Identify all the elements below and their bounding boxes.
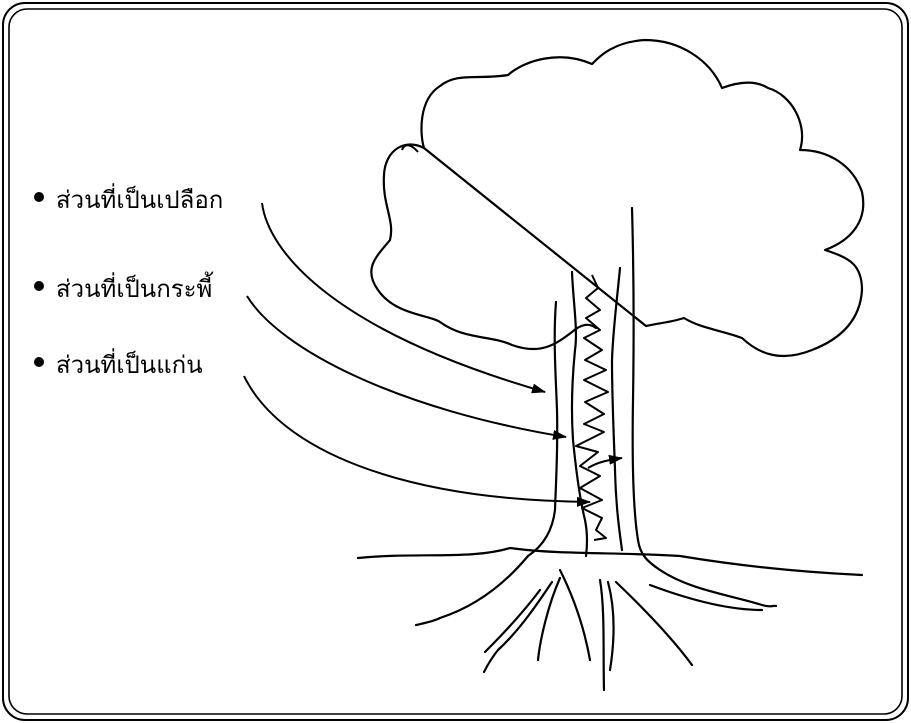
ground-line bbox=[356, 546, 864, 577]
zigzag-pointer bbox=[587, 454, 623, 469]
label-sapwood-text: ส่วนที่เป็นกระพี้ bbox=[56, 275, 213, 303]
inner-frame bbox=[8, 8, 903, 715]
arrow-heartwood bbox=[243, 375, 591, 507]
trunk-left-outer bbox=[526, 300, 559, 558]
bullet-icon bbox=[34, 192, 44, 202]
bullet-icon bbox=[34, 281, 44, 291]
trunk-right-outer bbox=[630, 206, 778, 608]
label-heartwood-text: ส่วนที่เป็นแก่น bbox=[56, 351, 203, 379]
trunk-bark-inner bbox=[570, 270, 589, 558]
label-bark-text: ส่วนที่เป็นเปลือก bbox=[56, 186, 224, 214]
bullet-icon bbox=[34, 357, 44, 367]
canopy-detail bbox=[401, 144, 419, 153]
tree-canopy bbox=[370, 38, 865, 358]
arrow-sapwood bbox=[246, 295, 567, 440]
label-bark: ส่วนที่เป็นเปลือก bbox=[34, 187, 223, 212]
roots bbox=[414, 554, 764, 692]
label-heartwood: ส่วนที่เป็นแก่น bbox=[34, 352, 203, 377]
label-sapwood: ส่วนที่เป็นกระพี้ bbox=[34, 276, 212, 301]
arrow-bark bbox=[261, 202, 546, 394]
trunk-sapwood-line bbox=[610, 266, 624, 552]
